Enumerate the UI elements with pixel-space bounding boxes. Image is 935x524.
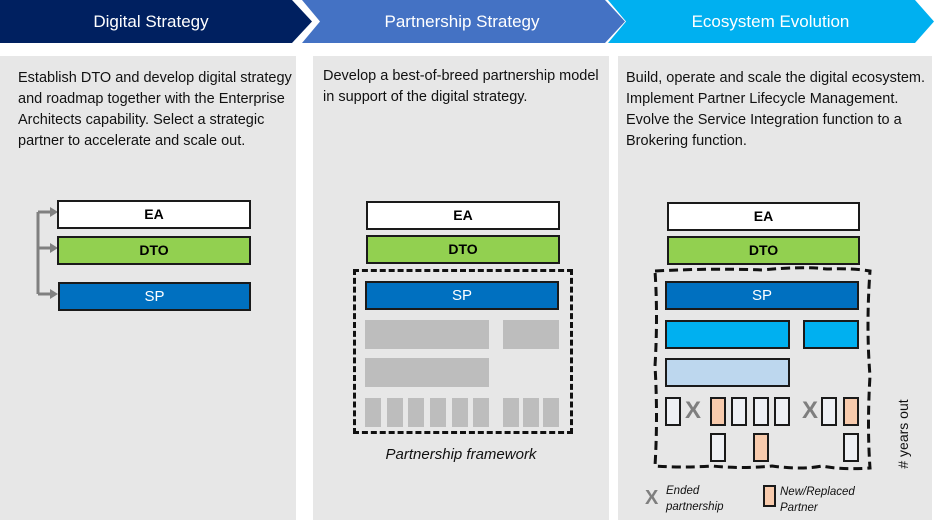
partner-slot xyxy=(843,433,859,462)
partner-slot xyxy=(710,433,726,462)
new-partner-slot xyxy=(710,397,726,426)
ecosystem-block xyxy=(665,320,790,349)
legend-new-line2: Partner xyxy=(780,502,818,514)
framework-slot xyxy=(503,398,519,427)
phase-header-ecosystem-evolution: Ecosystem Evolution xyxy=(608,0,935,43)
sp-box: SP xyxy=(365,281,559,310)
partner-slot xyxy=(774,397,790,426)
ea-box: EA xyxy=(57,200,251,229)
framework-block xyxy=(365,320,489,349)
framework-slot xyxy=(452,398,468,427)
ecosystem-block xyxy=(803,320,859,349)
legend-new-partner-icon xyxy=(763,485,776,507)
phase-header-digital-strategy: Digital Strategy xyxy=(0,0,312,43)
framework-slot xyxy=(523,398,539,427)
years-out-label: # years out xyxy=(895,399,911,469)
phase-description: Develop a best-of-breed partnership mode… xyxy=(323,68,599,105)
new-partner-slot xyxy=(753,433,769,462)
partner-slot xyxy=(821,397,837,426)
panel-ecosystem-evolution: Build, operate and scale the digital eco… xyxy=(618,56,932,520)
framework-block xyxy=(365,358,489,387)
chevron-shape xyxy=(608,0,934,43)
phase-description: Establish DTO and develop digital strate… xyxy=(18,70,292,149)
dto-box: DTO xyxy=(667,236,860,265)
framework-slot xyxy=(365,398,381,427)
legend-ended-line1: Ended xyxy=(666,485,700,497)
partnership-framework-boundary xyxy=(353,269,573,434)
partner-slot xyxy=(731,397,747,426)
framework-block xyxy=(503,320,559,349)
panel-partnership-strategy: Develop a best-of-breed partnership mode… xyxy=(313,56,609,520)
framework-slot xyxy=(387,398,403,427)
legend-ended-icon: X xyxy=(645,487,659,509)
ecosystem-boundary xyxy=(653,266,872,471)
ended-partnership-mark: X xyxy=(685,397,702,424)
sp-box: SP xyxy=(58,282,251,311)
framework-slot xyxy=(408,398,424,427)
phase-title: Ecosystem Evolution xyxy=(691,12,850,31)
framework-caption: Partnership framework xyxy=(385,446,537,463)
legend-ended-line2: partnership xyxy=(666,501,724,513)
new-partner-slot xyxy=(843,397,859,426)
chevron-shape xyxy=(0,0,312,43)
ea-box: EA xyxy=(667,202,860,231)
legend-new-partner-label: New/Replaced Partner xyxy=(780,484,855,516)
panel-digital-strategy: Establish DTO and develop digital strate… xyxy=(0,56,296,520)
partner-slot xyxy=(665,397,681,426)
sp-box: SP xyxy=(665,281,859,310)
framework-slot xyxy=(543,398,559,427)
legend-ended-label: Ended partnership xyxy=(666,483,724,515)
ended-partnership-mark: X xyxy=(802,397,819,424)
dto-box: DTO xyxy=(57,236,251,265)
connector-arrows xyxy=(36,207,58,299)
ecosystem-block xyxy=(665,358,790,387)
chevron-shape xyxy=(302,0,625,43)
dto-box: DTO xyxy=(366,235,560,264)
ea-box: EA xyxy=(366,201,560,230)
framework-slot xyxy=(473,398,489,427)
partner-slot xyxy=(753,397,769,426)
phase-title: Digital Strategy xyxy=(93,12,209,31)
framework-slot xyxy=(430,398,446,427)
legend-new-line1: New/Replaced xyxy=(780,486,855,498)
phase-header-partnership-strategy: Partnership Strategy xyxy=(302,0,627,43)
phase-title: Partnership Strategy xyxy=(384,12,540,31)
phase-description: Build, operate and scale the digital eco… xyxy=(626,70,926,149)
